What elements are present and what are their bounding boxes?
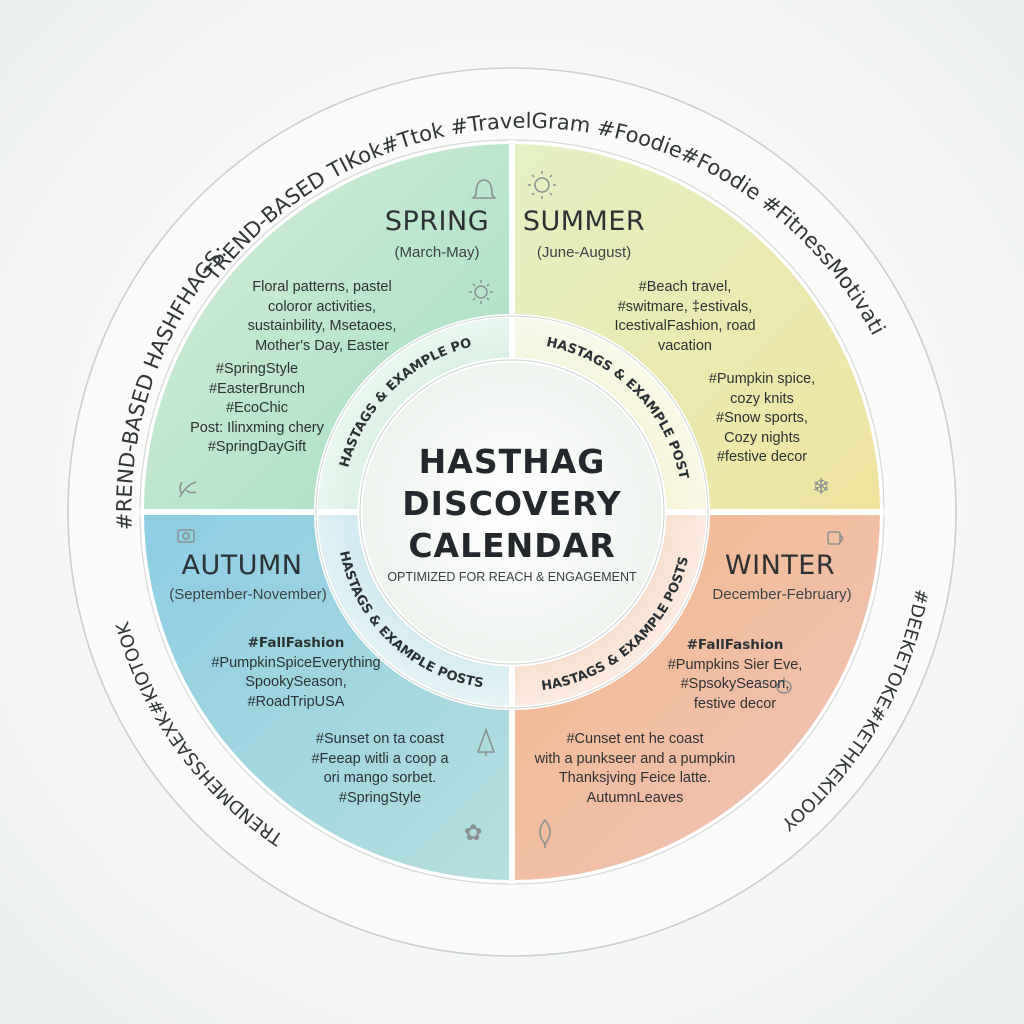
flower-icon xyxy=(179,481,197,498)
winter-hashtags: #FallFashion #Pumpkins Sier Eve, #Spsoky… xyxy=(667,637,803,712)
autumn-title: AUTUMN xyxy=(181,550,303,581)
summer-hashtags: #Pumpkin spice, cozy knits #Snow sports,… xyxy=(708,371,816,465)
spring-range: (March-May) xyxy=(394,244,480,261)
leaf-icon xyxy=(539,818,551,848)
sun-icon xyxy=(469,280,493,304)
winter-title: WINTER xyxy=(724,550,836,581)
center-subtitle: OPTIMIZED FOR REACH & ENGAGEMENT xyxy=(387,570,637,584)
autumn-posts: #Sunset on ta coast #Feeap witli a coop … xyxy=(311,731,449,806)
winter-posts: #Cunset ent he coast with a punkseer and… xyxy=(534,731,736,806)
summer-description: #Beach travel, #switmare, ‡estivals, Ice… xyxy=(614,279,756,354)
summer-title: SUMMER xyxy=(522,206,646,237)
spring-hashtags: #SpringStyle #EasterBrunch #EcoChic Post… xyxy=(190,361,324,455)
center-title-line-3: CALENDAR xyxy=(408,526,616,565)
winter-range: December-February) xyxy=(712,586,852,603)
flowers-icon: ✿ xyxy=(464,821,482,846)
spring-title: SPRING xyxy=(384,206,490,237)
center-title-line-1: HASTHAG xyxy=(418,442,606,481)
tree-icon xyxy=(476,727,496,756)
camera-icon xyxy=(177,529,195,543)
mug-icon xyxy=(827,531,844,545)
pumpkin-icon xyxy=(776,677,792,694)
autumn-hashtags: #FallFashion #PumpkinSpiceEverything Spo… xyxy=(211,635,381,710)
summer-range: (June-August) xyxy=(536,244,632,261)
bell-icon xyxy=(471,179,497,199)
center-title-line-2: DISCOVERY xyxy=(402,484,622,523)
autumn-range: (September-November) xyxy=(169,586,327,603)
spring-description: Floral patterns, pastel coloror activiti… xyxy=(247,279,397,354)
sun-icon xyxy=(528,171,556,199)
snowflake-icon: ❄ xyxy=(812,475,830,500)
